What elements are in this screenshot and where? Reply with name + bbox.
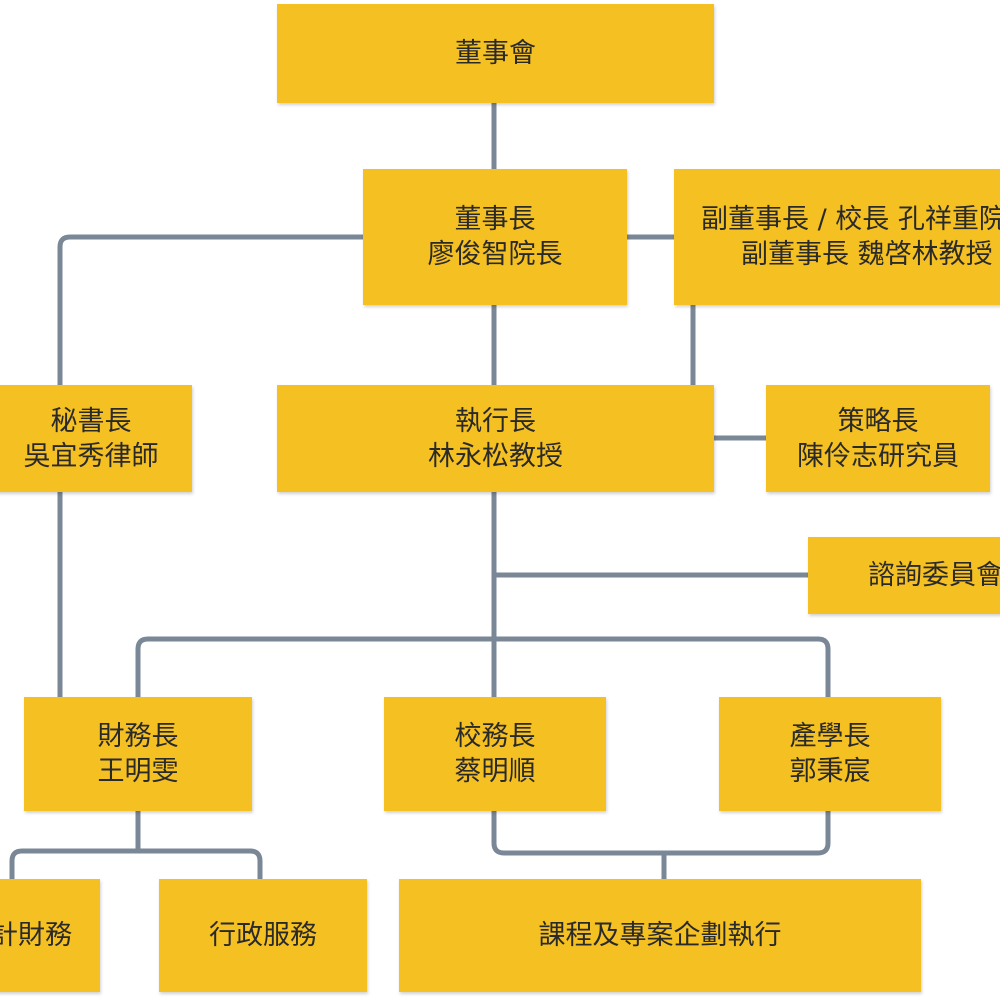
academic-affairs-title: 校務長 <box>454 721 536 752</box>
ceo-branch-bar <box>135 636 831 697</box>
advisory-committee-title: 諮詢委員會 <box>868 560 1000 591</box>
administrative-services-title: 行政服務 <box>209 920 317 951</box>
academic-affairs-box: 校務長 蔡明順 <box>384 697 606 811</box>
cso-title: 策略長 <box>837 405 919 437</box>
cso-name: 陳伶志研究員 <box>797 440 959 472</box>
cfo-branch-bar <box>9 811 263 879</box>
programs-projects-title: 課程及專案企劃執行 <box>538 920 782 951</box>
administrative-services-box: 行政服務 <box>159 879 367 992</box>
vice-chairman-line-2: 副董事長 魏啓林教授 <box>741 239 993 270</box>
cfo-name: 王明雯 <box>97 756 179 787</box>
board-title: 董事會 <box>455 38 536 69</box>
ceo-name: 林永松教授 <box>428 440 563 472</box>
secretary-general-name: 吳宜秀律師 <box>23 440 159 472</box>
chairman-title: 董事長 <box>454 204 536 235</box>
ceo-box: 執行長 林永松教授 <box>277 385 714 492</box>
chairman-to-secretary-line <box>57 234 363 385</box>
cfo-box: 財務長 王明雯 <box>24 697 252 811</box>
secretary-general-title: 秘書長 <box>50 405 132 437</box>
vice-chairman-box: 副董事長 / 校長 孔祥重院 副董事長 魏啓林教授 <box>674 169 1000 305</box>
chairman-name: 廖俊智院長 <box>427 239 563 270</box>
programs-projects-box: 課程及專案企劃執行 <box>399 879 921 992</box>
industry-academia-name: 郭秉宸 <box>789 756 871 787</box>
ceo-title: 執行長 <box>455 405 536 437</box>
accounting-finance-title: 會計財務 <box>0 920 72 951</box>
cfo-title: 財務長 <box>97 721 179 752</box>
board-of-directors-box: 董事會 <box>277 4 714 103</box>
industry-academia-title: 產學長 <box>789 721 871 752</box>
industry-academia-box: 產學長 郭秉宸 <box>719 697 941 811</box>
accounting-finance-box: 會計財務 <box>0 879 100 992</box>
academic-industry-to-programs-bar <box>491 811 831 879</box>
cso-box: 策略長 陳伶志研究員 <box>766 385 990 492</box>
vice-chairman-line-1: 副董事長 / 校長 孔祥重院 <box>701 204 1000 235</box>
advisory-committee-box: 諮詢委員會 <box>808 537 1000 614</box>
secretary-general-box: 秘書長 吳宜秀律師 <box>0 385 192 492</box>
chairman-box: 董事長 廖俊智院長 <box>363 169 627 305</box>
academic-affairs-name: 蔡明順 <box>454 756 536 787</box>
